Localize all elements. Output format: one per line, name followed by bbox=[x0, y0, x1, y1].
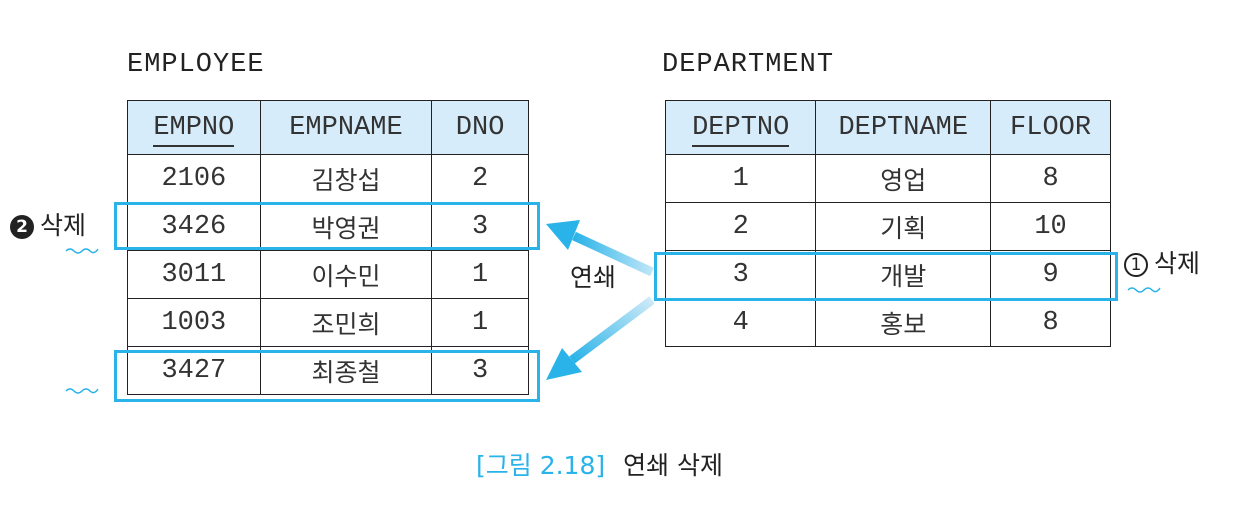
squiggle-mark-step1 bbox=[1127, 287, 1161, 293]
figure-caption: [그림 2.18] 연쇄 삭제 bbox=[476, 446, 723, 482]
cell-empno: 3011 bbox=[127, 250, 261, 299]
employee-row: 3426 박영권 3 bbox=[127, 202, 529, 251]
cell-empno: 1003 bbox=[127, 298, 261, 347]
cell-floor: 8 bbox=[990, 298, 1111, 347]
step2-label: 삭제 bbox=[40, 211, 87, 240]
cell-empname: 조민희 bbox=[259, 298, 433, 347]
department-col-floor: FLOOR bbox=[990, 100, 1111, 155]
highlight-department-row-3 bbox=[654, 252, 1118, 301]
employee-table-title: EMPLOYEE bbox=[127, 50, 265, 80]
department-row: 1 영업 8 bbox=[664, 154, 1111, 203]
employee-table: EMPNO EMPNAME DNO 2106 김창섭 2 3426 박영권 3 … bbox=[127, 100, 529, 395]
cell-empname: 이수민 bbox=[259, 250, 433, 299]
cell-dno: 1 bbox=[431, 250, 529, 299]
cell-deptname: 홍보 bbox=[815, 298, 992, 347]
employee-row: 1003 조민희 1 bbox=[127, 298, 529, 347]
cell-dno: 2 bbox=[431, 154, 529, 203]
cell-floor: 9 bbox=[990, 250, 1111, 299]
employee-col-empno: EMPNO bbox=[127, 100, 261, 155]
step2-number-badge: 2 bbox=[10, 215, 34, 239]
cell-empname: 박영권 bbox=[259, 202, 433, 251]
employee-row: 3427 최종철 3 bbox=[127, 346, 529, 395]
department-col-deptname: DEPTNAME bbox=[815, 100, 992, 155]
highlight-employee-row-3426 bbox=[114, 202, 540, 250]
cell-deptno: 4 bbox=[664, 298, 817, 347]
cell-deptno: 3 bbox=[664, 250, 817, 299]
employee-row: 3011 이수민 1 bbox=[127, 250, 529, 299]
employee-header-row: EMPNO EMPNAME DNO bbox=[127, 100, 529, 155]
cell-empno: 3427 bbox=[127, 346, 261, 395]
department-col-deptno: DEPTNO bbox=[664, 100, 817, 155]
cell-deptname: 개발 bbox=[815, 250, 992, 299]
step1-label: 삭제 bbox=[1154, 249, 1201, 278]
step1-number-badge: 1 bbox=[1124, 253, 1148, 277]
cascade-arrow-upper bbox=[546, 220, 654, 277]
cell-empname: 최종철 bbox=[259, 346, 433, 395]
cascade-arrow-lower bbox=[546, 296, 655, 380]
department-header-row: DEPTNO DEPTNAME FLOOR bbox=[664, 100, 1111, 155]
squiggle-mark-employee-last bbox=[65, 388, 99, 394]
department-table: DEPTNO DEPTNAME FLOOR 1 영업 8 2 기획 10 3 개… bbox=[664, 100, 1111, 347]
cell-dno: 1 bbox=[431, 298, 529, 347]
cell-empno: 3426 bbox=[127, 202, 261, 251]
highlight-employee-row-3427 bbox=[114, 350, 540, 402]
figure-number: [그림 2.18] bbox=[476, 451, 606, 480]
cascade-label: 연쇄 bbox=[570, 263, 617, 292]
department-table-title: DEPARTMENT bbox=[662, 50, 835, 80]
employee-col-empname: EMPNAME bbox=[259, 100, 433, 155]
cell-deptno: 1 bbox=[664, 154, 817, 203]
figure-title: 연쇄 삭제 bbox=[623, 451, 724, 480]
squiggle-mark-step2 bbox=[65, 248, 99, 254]
department-row: 4 홍보 8 bbox=[664, 298, 1111, 347]
cell-dno: 3 bbox=[431, 346, 529, 395]
department-row: 3 개발 9 bbox=[664, 250, 1111, 299]
